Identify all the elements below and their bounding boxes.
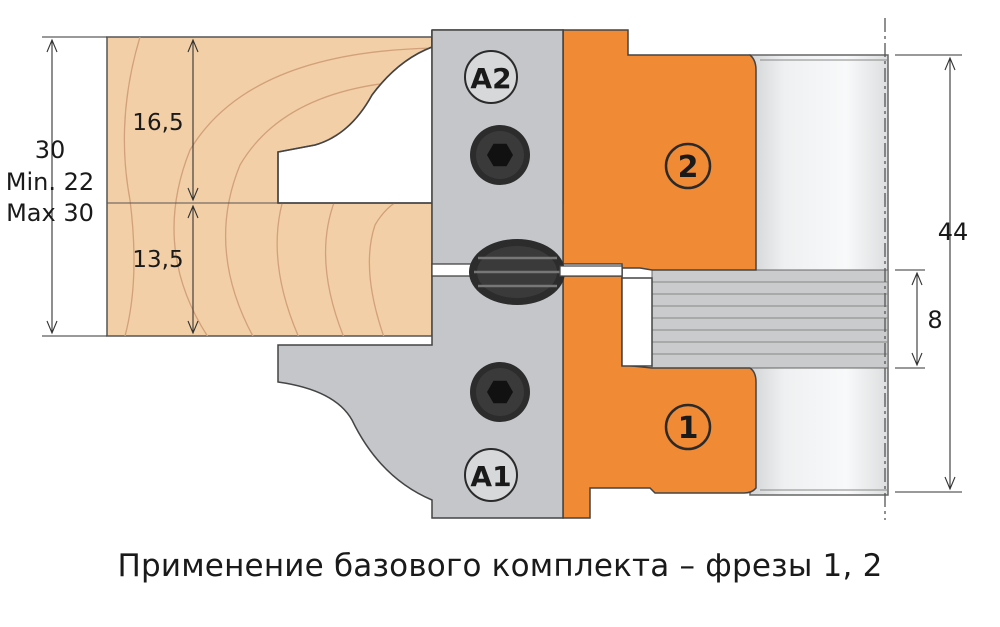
dim-total: 30 [35, 136, 66, 164]
dim-height: 44 [938, 218, 969, 246]
diagram-caption: Применение базового комплекта – фрезы 1,… [117, 548, 883, 584]
dimension-lines [42, 36, 962, 493]
badge-a2-text: A2 [470, 62, 511, 95]
screw-bottom [470, 362, 530, 422]
dim-upper: 16,5 [132, 110, 183, 136]
dim-max: Max 30 [6, 199, 94, 227]
clamp-screw [469, 239, 623, 305]
badge-a2: A2 [464, 50, 518, 104]
screw-top [470, 125, 530, 185]
badge-a1-text: A1 [470, 460, 511, 493]
cutter-2 [562, 29, 757, 271]
badge-a1: A1 [464, 448, 518, 502]
badge-cutter-1: 1 [664, 403, 712, 451]
knife-insert [621, 277, 653, 367]
badge-cutter-2: 2 [664, 142, 712, 190]
wood-workpiece [106, 36, 433, 337]
cutter-1 [562, 267, 757, 519]
badge-cutter-2-text: 2 [678, 150, 699, 185]
badge-cutter-1-text: 1 [678, 411, 699, 446]
dim-min: Min. 22 [6, 168, 94, 196]
dim-slot: 8 [927, 306, 942, 334]
dim-lower: 13,5 [132, 247, 183, 273]
cutter-body [651, 54, 889, 496]
spacer-block [651, 269, 889, 369]
